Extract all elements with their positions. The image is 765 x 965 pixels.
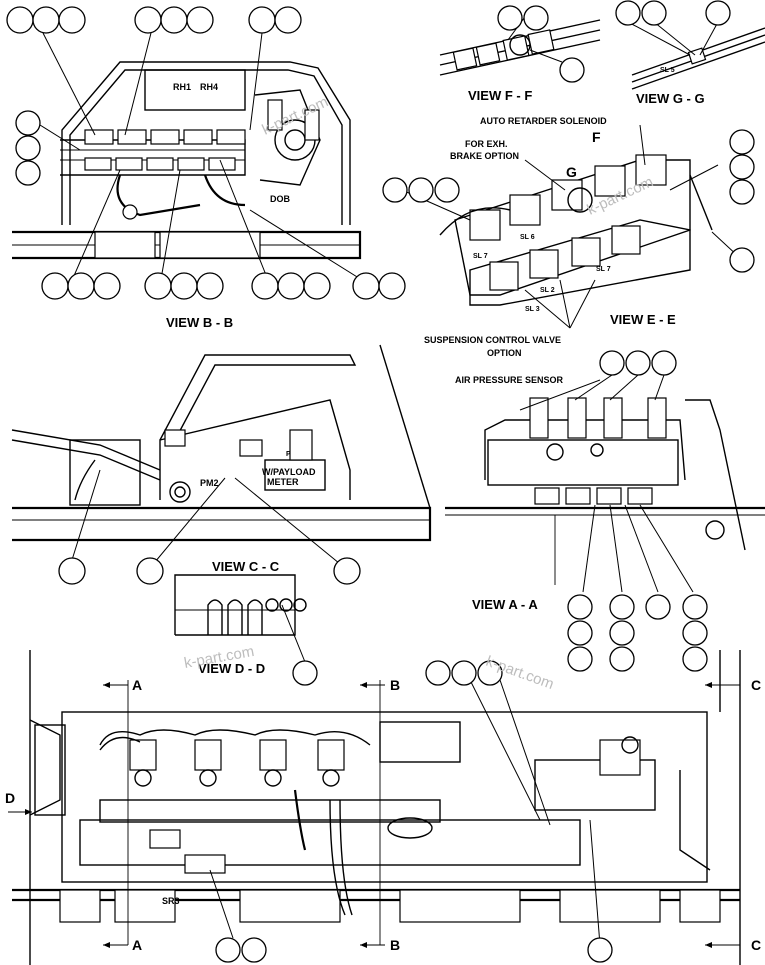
note-air-pressure: AIR PRESSURE SENSOR: [455, 375, 564, 385]
section-a-top: A: [132, 677, 142, 693]
view-e-sl7a-label: SL 7: [473, 253, 488, 260]
view-c-callouts: [58, 557, 361, 585]
view-b-title: VIEW B - B: [166, 315, 233, 330]
view-d-title: VIEW D - D: [198, 661, 265, 676]
view-b-leaders: [39, 32, 371, 286]
main-view-sr3-label: SR3: [162, 896, 180, 906]
note-for-exh: FOR EXH.: [465, 139, 508, 149]
view-e-valves-upper: [469, 154, 667, 241]
view-c-meter-label: METER: [267, 477, 299, 487]
view-b-valve-row: [84, 129, 246, 171]
view-b-rh4-label: RH4: [200, 82, 218, 92]
view-e-sl3-label: SL 3: [525, 306, 540, 313]
view-e-sl7b-label: SL 7: [596, 266, 611, 273]
view-d-callout: [292, 660, 318, 686]
view-d-drawing: [174, 574, 307, 663]
view-a-sensor-row: [529, 397, 667, 439]
section-marker-b: B B: [360, 677, 400, 953]
section-c-top: C: [751, 677, 761, 693]
view-g-sl5-label: SL 5: [660, 67, 675, 74]
view-e-valves-lower: [489, 225, 641, 291]
view-c-drawing: W/PAYLOAD METER PM2 PM3: [11, 344, 432, 569]
view-e-callouts: [382, 129, 755, 273]
view-e-sl6-label: SL 6: [520, 234, 535, 241]
view-e-drawing: SL 6 SL 7 SL 2 SL 3 SL 7 G F: [401, 124, 741, 329]
section-a-bottom: A: [132, 937, 142, 953]
section-b-top: B: [390, 677, 400, 693]
note-brake-option: BRAKE OPTION: [450, 151, 519, 161]
view-b-dob-label: DOB: [270, 194, 291, 204]
view-a-callouts: [567, 350, 708, 672]
view-c-title: VIEW C - C: [212, 559, 280, 574]
section-d-label: D: [5, 790, 15, 806]
section-b-bottom: B: [390, 937, 400, 953]
view-c-pm2-label: PM2: [200, 478, 219, 488]
view-g-drawing: SL 5: [627, 21, 765, 90]
view-c-payload-label: W/PAYLOAD: [262, 467, 316, 477]
main-view-valve-bank: [129, 739, 345, 787]
view-g-callouts: [615, 0, 731, 26]
main-view-callouts: [215, 660, 613, 963]
view-f-callouts: [497, 5, 585, 83]
note-auto-retarder: AUTO RETARDER SOLENOID: [480, 116, 607, 126]
section-c-bottom: C: [751, 937, 761, 953]
view-b-rh1-label: RH1: [173, 82, 191, 92]
section-marker-a: A A: [103, 677, 142, 953]
view-a-lower-row: [534, 487, 653, 505]
view-e-f-marker: F: [592, 129, 601, 145]
view-e-g-marker: G: [566, 164, 577, 180]
view-b-drawing: RH1 RH4 DOB: [12, 61, 362, 260]
section-marker-c: C C: [705, 677, 761, 953]
note-suspension-2: OPTION: [487, 348, 522, 358]
main-view-frame-blocks: [59, 889, 721, 923]
view-a-title: VIEW A - A: [472, 597, 538, 612]
view-e-sl2-label: SL 2: [540, 287, 555, 294]
note-suspension-1: SUSPENSION CONTROL VALVE: [424, 335, 561, 345]
view-b-callouts: [6, 6, 406, 300]
view-g-title: VIEW G - G: [636, 91, 705, 106]
section-marker-d: D: [5, 790, 32, 815]
view-a-drawing: [445, 374, 765, 593]
view-f-title: VIEW F - F: [468, 88, 532, 103]
main-view-drawing: SR3: [12, 650, 741, 965]
view-f-drawing: [439, 9, 601, 76]
view-e-title: VIEW E - E: [610, 312, 676, 327]
